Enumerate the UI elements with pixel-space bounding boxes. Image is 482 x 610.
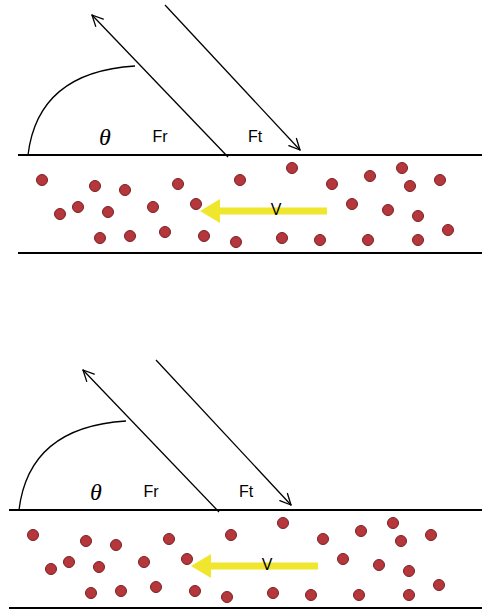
force-label: Ft <box>248 129 262 145</box>
particle <box>139 557 150 568</box>
reflected-force-arrow <box>83 370 219 512</box>
particle <box>226 530 237 541</box>
particle <box>37 175 48 186</box>
particle <box>413 211 424 222</box>
tube-wall <box>9 509 482 511</box>
particle <box>277 233 288 244</box>
arrow-head <box>280 501 291 505</box>
particle <box>365 171 376 182</box>
particle <box>354 590 365 601</box>
particle <box>306 590 317 601</box>
angle-symbol: θ <box>99 125 111 149</box>
tube-wall <box>18 154 482 156</box>
particle <box>86 588 97 599</box>
particle <box>396 536 407 547</box>
particle <box>268 588 279 599</box>
particle <box>235 175 246 186</box>
particle <box>148 202 159 213</box>
tube-wall <box>18 252 482 254</box>
particle <box>443 225 454 236</box>
panel-group <box>9 360 482 608</box>
particle <box>164 534 175 545</box>
particle <box>191 199 202 210</box>
particle <box>405 181 416 192</box>
particle <box>111 540 122 551</box>
force-label: Fr <box>143 484 158 500</box>
particle <box>73 202 84 213</box>
velocity-arrow <box>212 208 327 215</box>
arrow-head <box>83 370 94 374</box>
particle <box>160 227 171 238</box>
particle <box>435 175 446 186</box>
particle <box>182 554 193 565</box>
angle-arc <box>28 66 135 155</box>
particle <box>397 163 408 174</box>
particle <box>94 562 105 573</box>
particle <box>356 526 367 537</box>
particle <box>46 564 57 575</box>
particle <box>327 179 338 190</box>
angle-arc <box>19 421 126 510</box>
particle <box>315 235 326 246</box>
particle <box>55 209 66 220</box>
particle <box>404 590 415 601</box>
particle <box>190 586 201 597</box>
particle <box>434 580 445 591</box>
reflected-force-arrow <box>92 15 228 157</box>
arrow-head <box>289 146 300 150</box>
particle <box>151 582 162 593</box>
velocity-label: V <box>262 557 273 573</box>
particle <box>363 235 374 246</box>
particle <box>388 518 399 529</box>
particle <box>28 530 39 541</box>
particle <box>413 235 424 246</box>
particle <box>347 199 358 210</box>
velocity-label: V <box>271 202 282 218</box>
tube-wall <box>9 607 482 609</box>
velocity-arrow <box>203 563 318 570</box>
particle <box>81 536 92 547</box>
transmitted-force-arrow <box>165 5 300 150</box>
particle <box>103 207 114 218</box>
arrow-head <box>92 15 103 19</box>
particle <box>90 181 101 192</box>
panel-group <box>18 5 482 253</box>
particle <box>222 592 233 603</box>
transmitted-force-arrow <box>156 360 291 505</box>
particle <box>287 163 298 174</box>
force-label: Ft <box>239 484 253 500</box>
particle <box>199 231 210 242</box>
particle <box>318 534 329 545</box>
particle <box>231 237 242 248</box>
particle <box>120 185 131 196</box>
particle <box>173 179 184 190</box>
particle <box>125 231 136 242</box>
particle <box>338 554 349 565</box>
particle <box>278 518 289 529</box>
particle <box>116 586 127 597</box>
particle <box>64 557 75 568</box>
particle <box>404 566 415 577</box>
angle-symbol: θ <box>90 480 102 504</box>
velocity-arrow-head <box>200 199 220 223</box>
particle <box>383 205 394 216</box>
force-label: Fr <box>152 129 167 145</box>
velocity-arrow-head <box>191 554 211 578</box>
particle <box>95 233 106 244</box>
particle <box>374 560 385 571</box>
particle <box>426 530 437 541</box>
